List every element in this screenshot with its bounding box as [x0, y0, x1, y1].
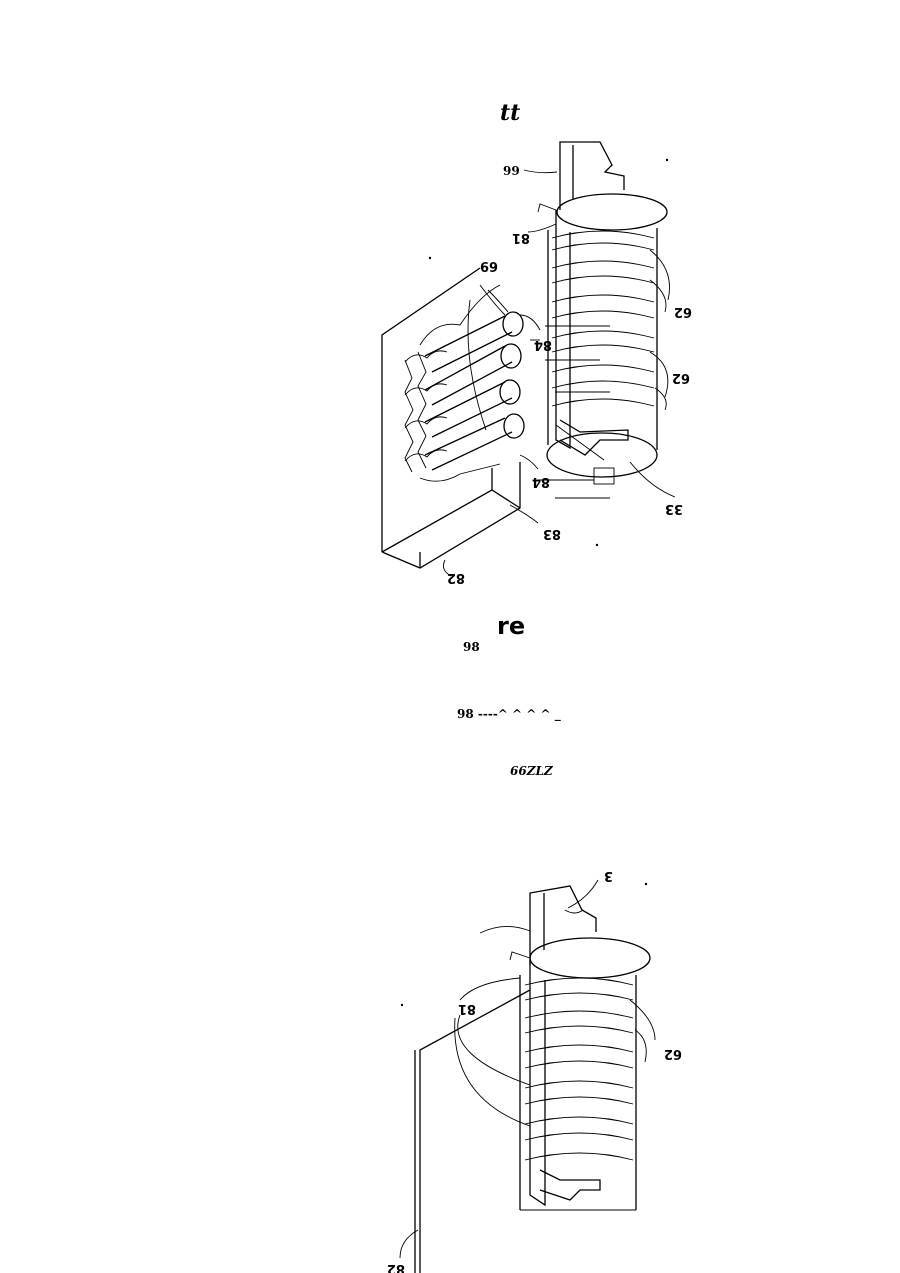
label-84-lower: 84: [532, 474, 550, 489]
screw-body-bottom: [510, 938, 650, 1210]
block-82: [382, 268, 524, 568]
label-81: 81: [512, 230, 530, 245]
label-69: 69: [480, 258, 498, 273]
label-62-upper: 62: [674, 304, 692, 319]
label-62-lower: 62: [672, 370, 690, 385]
label-3: 3: [604, 868, 613, 883]
top-leaders: [443, 170, 675, 576]
label-33: 33: [665, 501, 683, 516]
screw-body-33: [538, 194, 667, 498]
label-84-upper: 84: [534, 337, 552, 352]
label-99: 99: [503, 164, 520, 178]
top-figure: 99 81 69 62 84 62 84 33 83 82: [382, 142, 692, 585]
label-81-bottom: 81: [458, 1001, 476, 1016]
label-82-bottom: 82: [387, 1261, 405, 1273]
shaft-99: [560, 142, 624, 210]
label-62-bottom: 62: [664, 1046, 682, 1061]
label-82: 82: [447, 570, 465, 585]
bottom-figure: 3 81 62 82: [387, 868, 682, 1273]
pins: [425, 285, 524, 470]
label-83: 83: [543, 526, 561, 541]
